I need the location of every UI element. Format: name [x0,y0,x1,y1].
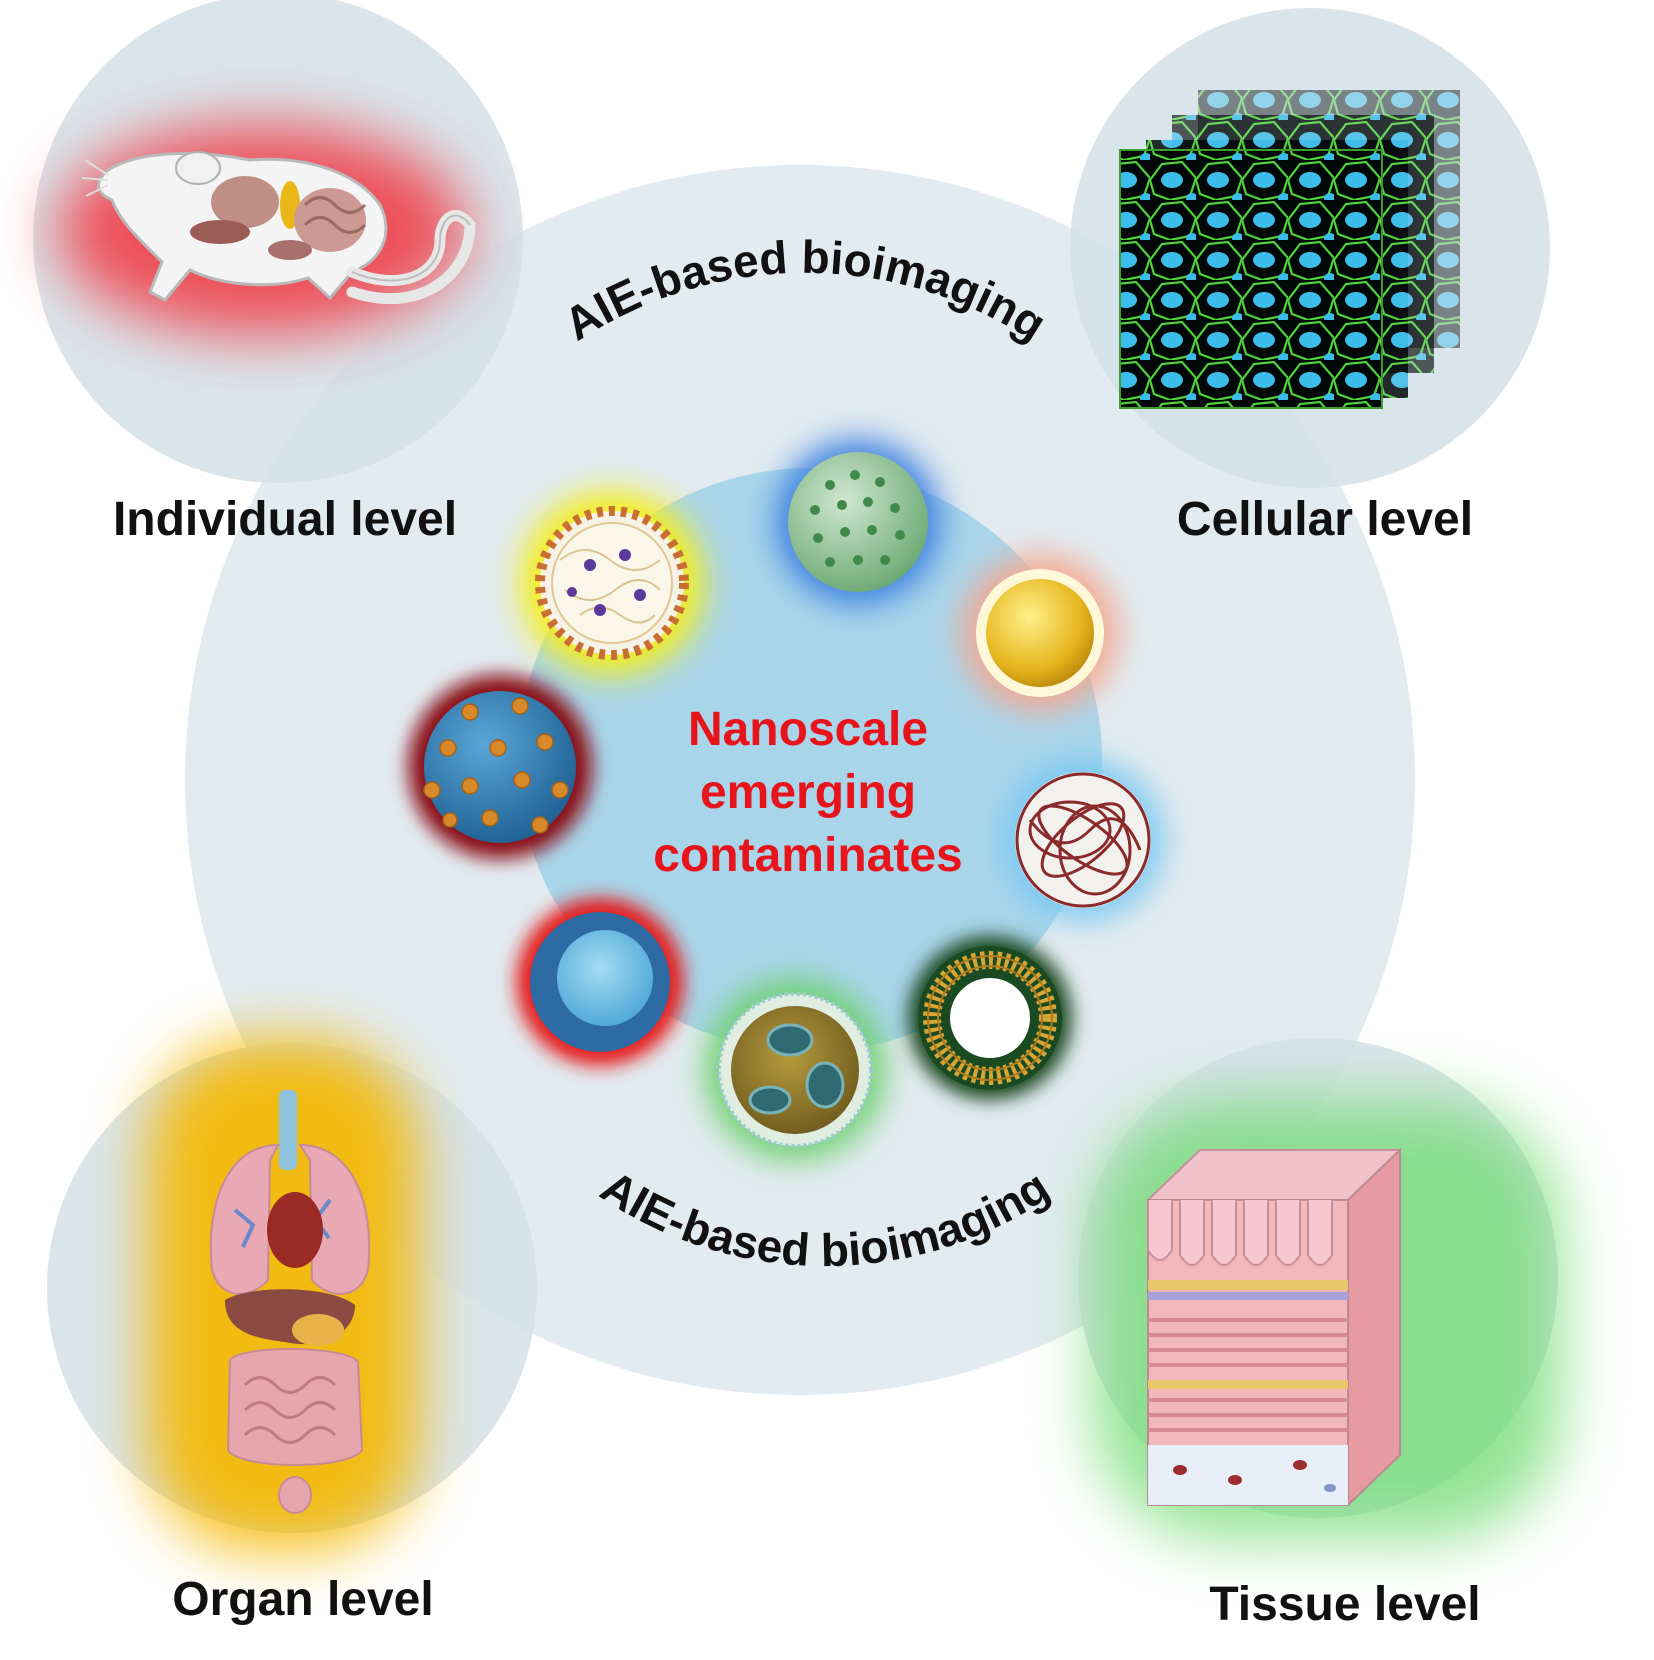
liposome-particle-icon [908,936,1072,1100]
mouse-anatomy-icon [81,151,476,305]
intestinal-tissue-icon [1145,1147,1403,1508]
organ-level-label: Organ level [172,1573,433,1626]
dotted-green-particle-icon [776,440,940,604]
cell-fluorescence-stack-icon [1119,90,1460,409]
individual-level-label: Individual level [113,493,457,546]
center-title-line-2: emerging [700,766,916,819]
core-shell-particle-icon [516,898,684,1066]
gold-particle-icon [962,555,1118,711]
center-title-line-1: Nanoscale [688,703,928,756]
human-organs-icon [209,1090,371,1514]
center-title-line-3: contaminates [653,829,962,882]
virus-like-particle-icon [705,980,885,1160]
fiber-ball-particle-icon [1003,760,1163,920]
dotted-blue-particle-icon [408,675,592,859]
tissue-level-label: Tissue level [1209,1578,1480,1631]
micelle-particle-icon [520,491,704,675]
cellular-level-label: Cellular level [1177,493,1473,546]
